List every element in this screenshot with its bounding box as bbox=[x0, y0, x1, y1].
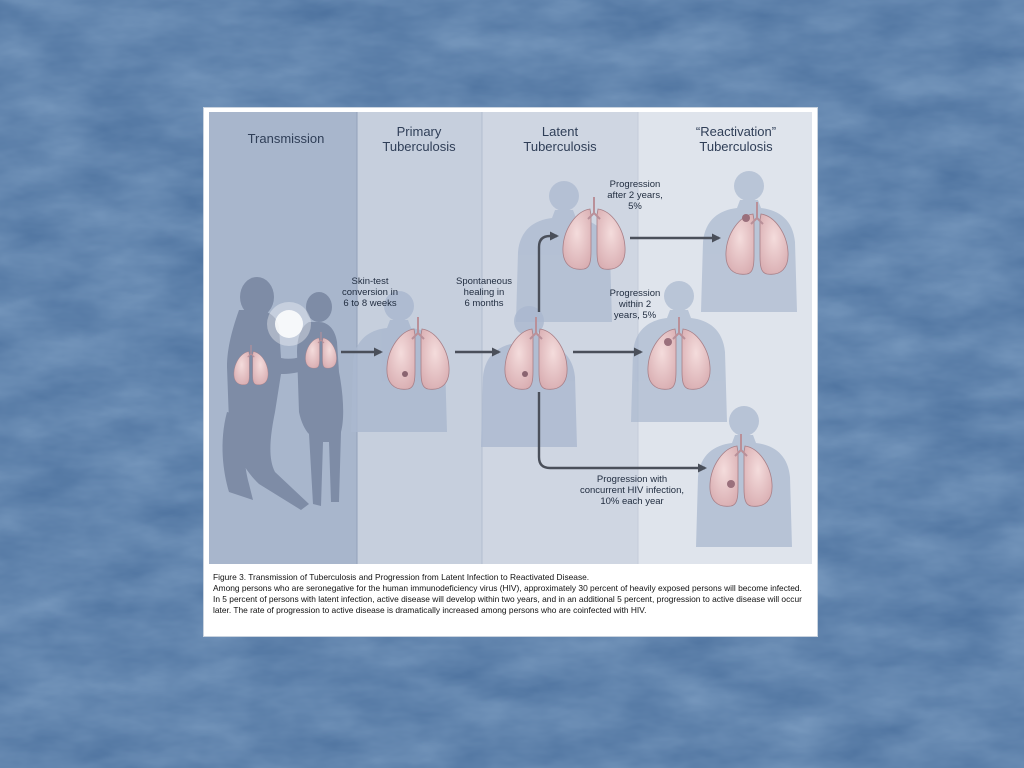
label-spontaneous-healing: Spontaneous healing in 6 months bbox=[456, 276, 512, 309]
column-title-primary: Primary Tuberculosis bbox=[382, 124, 456, 154]
caption-title: Figure 3. Transmission of Tuberculosis a… bbox=[213, 572, 590, 582]
label-skin-test: Skin-test conversion in 6 to 8 weeks bbox=[342, 276, 398, 309]
column-title-reactivation: “Reactivation” Tuberculosis bbox=[695, 124, 777, 154]
label-progression-after-2-years: Progression after 2 years, 5% bbox=[607, 179, 663, 212]
column-title-transmission: Transmission bbox=[247, 131, 325, 146]
diagram-artwork bbox=[209, 112, 812, 564]
label-progression-hiv: Progression with concurrent HIV infectio… bbox=[579, 474, 685, 507]
tuberculosis-figure: Transmission Primary Tuberculosis Latent… bbox=[204, 108, 817, 636]
caption-body: Among persons who are seronegative for t… bbox=[213, 582, 802, 615]
figure-caption: Figure 3. Transmission of Tuberculosis a… bbox=[213, 572, 811, 616]
label-progression-within-2-years: Progression within 2 years, 5% bbox=[609, 288, 661, 321]
column-title-latent: Latent Tuberculosis bbox=[523, 124, 597, 154]
